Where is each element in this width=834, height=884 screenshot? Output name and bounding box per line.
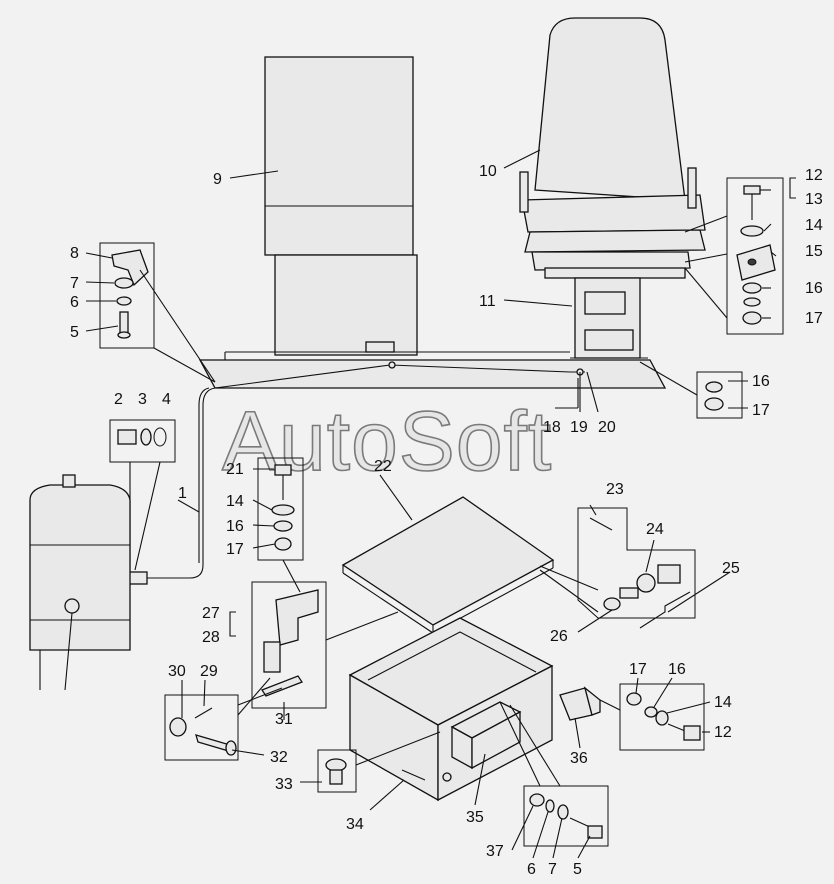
label-32: 32 (270, 749, 288, 766)
label-7: 7 (70, 275, 79, 292)
label-16: 16 (805, 280, 823, 297)
part-34-box (348, 617, 554, 802)
center-fastener-group (257, 457, 304, 593)
part-9-cabinet (264, 56, 418, 356)
leader-lines (85, 149, 796, 859)
label-20: 20 (598, 419, 616, 436)
label-31: 31 (275, 711, 293, 728)
label-4: 4 (162, 391, 171, 408)
clamp-fastener-group (99, 242, 216, 383)
label-3: 3 (138, 391, 147, 408)
label-2: 2 (114, 391, 123, 408)
label-7: 7 (548, 861, 557, 878)
label-13: 13 (805, 191, 823, 208)
seat-fastener-group (684, 177, 784, 335)
label-16: 16 (226, 518, 244, 535)
label-23: 23 (606, 481, 624, 498)
part-11-seat-base (570, 277, 648, 359)
label-17: 17 (226, 541, 244, 558)
pin-group (164, 677, 283, 761)
label-5: 5 (573, 861, 582, 878)
label-16: 16 (752, 373, 770, 390)
label-11: 11 (479, 293, 496, 310)
part-22-lid (341, 496, 555, 634)
label-17: 17 (805, 310, 823, 327)
label-27: 27 (202, 605, 220, 622)
floor-plate (198, 341, 667, 389)
label-12: 12 (805, 167, 823, 184)
tank (29, 474, 131, 691)
label-26: 26 (550, 628, 568, 645)
label-8: 8 (70, 245, 79, 262)
label-14: 14 (714, 694, 732, 711)
label-22: 22 (374, 458, 392, 475)
bottom-fastener-group (499, 701, 609, 847)
latch-group (539, 507, 696, 629)
label-30: 30 (168, 663, 186, 680)
label-28: 28 (202, 629, 220, 646)
label-9: 9 (213, 171, 222, 188)
label-21: 21 (226, 461, 244, 478)
label-36: 36 (570, 750, 588, 767)
label-1: 1 (178, 485, 187, 502)
part-33-plug (317, 731, 441, 793)
washer-nut-group-right (639, 361, 743, 419)
label-14: 14 (226, 493, 244, 510)
label-34: 34 (346, 816, 364, 833)
callout-labels: 1 2 3 4 5 6 7 8 9 10 11 12 13 14 15 16 1… (70, 163, 823, 878)
label-5: 5 (70, 324, 79, 341)
label-37: 37 (486, 843, 504, 860)
label-33: 33 (275, 776, 293, 793)
bracket-fastener-group (559, 683, 705, 751)
label-17: 17 (629, 661, 647, 678)
label-29: 29 (200, 663, 218, 680)
label-24: 24 (646, 521, 664, 538)
label-14: 14 (805, 217, 823, 234)
label-12: 12 (714, 724, 732, 741)
label-19: 19 (570, 419, 588, 436)
label-6: 6 (70, 294, 79, 311)
label-17: 17 (752, 402, 770, 419)
label-35: 35 (466, 809, 484, 826)
bracket-group (251, 581, 399, 709)
label-6: 6 (527, 861, 536, 878)
label-18: 18 (543, 419, 561, 436)
label-15: 15 (805, 243, 823, 260)
label-16: 16 (668, 661, 686, 678)
part-35-pocket (450, 701, 522, 770)
label-10: 10 (479, 163, 497, 180)
part-10-seat (519, 17, 706, 279)
label-25: 25 (722, 560, 740, 577)
